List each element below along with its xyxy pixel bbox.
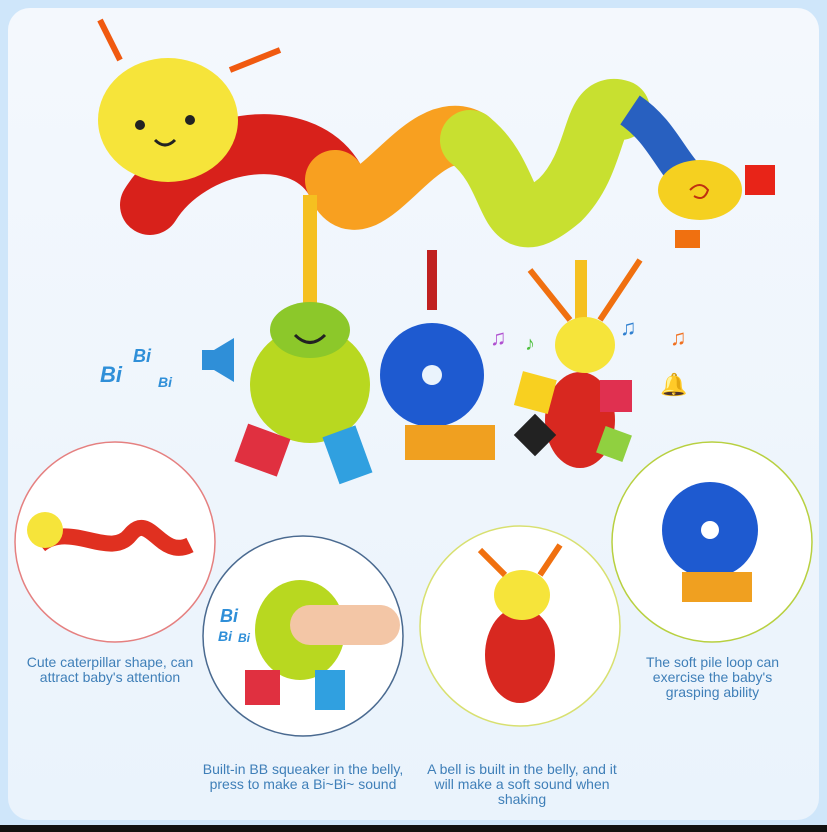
frog-toy [250,327,370,443]
caption-loop: The soft pile loop can exercise the baby… [645,654,780,700]
svg-text:♪: ♪ [525,333,535,355]
sound-text: Bi [133,346,151,366]
caption-caterpillar: Cute caterpillar shape, can attract baby… [26,654,194,685]
bee-toy [545,372,615,468]
music-note-icon: ♫ [490,325,507,350]
sound-text: Bi [100,362,122,387]
sound-text: Bi [158,374,172,390]
inset-sound-text: Bi [220,606,238,626]
bell-icon: 🔔 [660,372,687,397]
inset-sound-text: Bi [238,631,250,645]
caterpillar-tail [658,160,742,220]
svg-text:♫: ♫ [620,315,637,340]
caption-bell: A bell is built in the belly, and it wil… [427,761,617,807]
svg-text:♫: ♫ [670,325,687,350]
caterpillar-green-segment [440,79,650,248]
caption-squeaker: Built-in BB squeaker in the belly, press… [202,761,404,792]
inset-sound-text: Bi [218,628,232,644]
caterpillar-head [98,58,238,182]
speaker-icon [202,338,234,382]
